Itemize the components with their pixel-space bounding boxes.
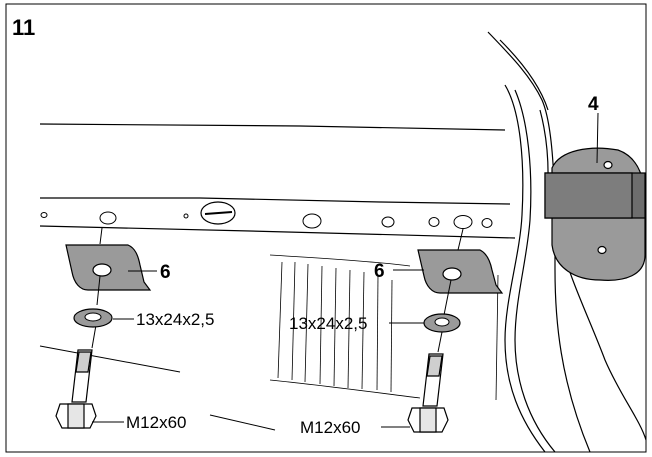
bracket-part-4	[544, 147, 646, 281]
callout-spacer-right: 6	[374, 261, 385, 282]
beam-holes	[40, 211, 493, 229]
callout-bolt-right: M12x60	[300, 418, 360, 437]
floor-lines	[39, 345, 276, 431]
washer-left	[73, 308, 113, 328]
step-number: 11	[12, 15, 35, 40]
washer-right	[423, 313, 461, 333]
leader-bracket	[596, 112, 599, 164]
callout-washer-left: 13x24x2,5	[136, 310, 214, 329]
callout-bracket-4: 4	[588, 94, 599, 115]
spacer-right	[417, 249, 504, 294]
callout-bolt-left: M12x60	[126, 413, 186, 432]
beam-slot	[200, 201, 236, 225]
spacer-left	[65, 244, 152, 291]
callout-washer-right: 13x24x2,5	[289, 314, 367, 333]
bolt-left	[55, 349, 97, 429]
bolt-right	[407, 353, 449, 433]
underbody-texture	[269, 254, 499, 401]
sill-beam	[39, 123, 516, 239]
callout-spacer-left: 6	[160, 262, 171, 283]
